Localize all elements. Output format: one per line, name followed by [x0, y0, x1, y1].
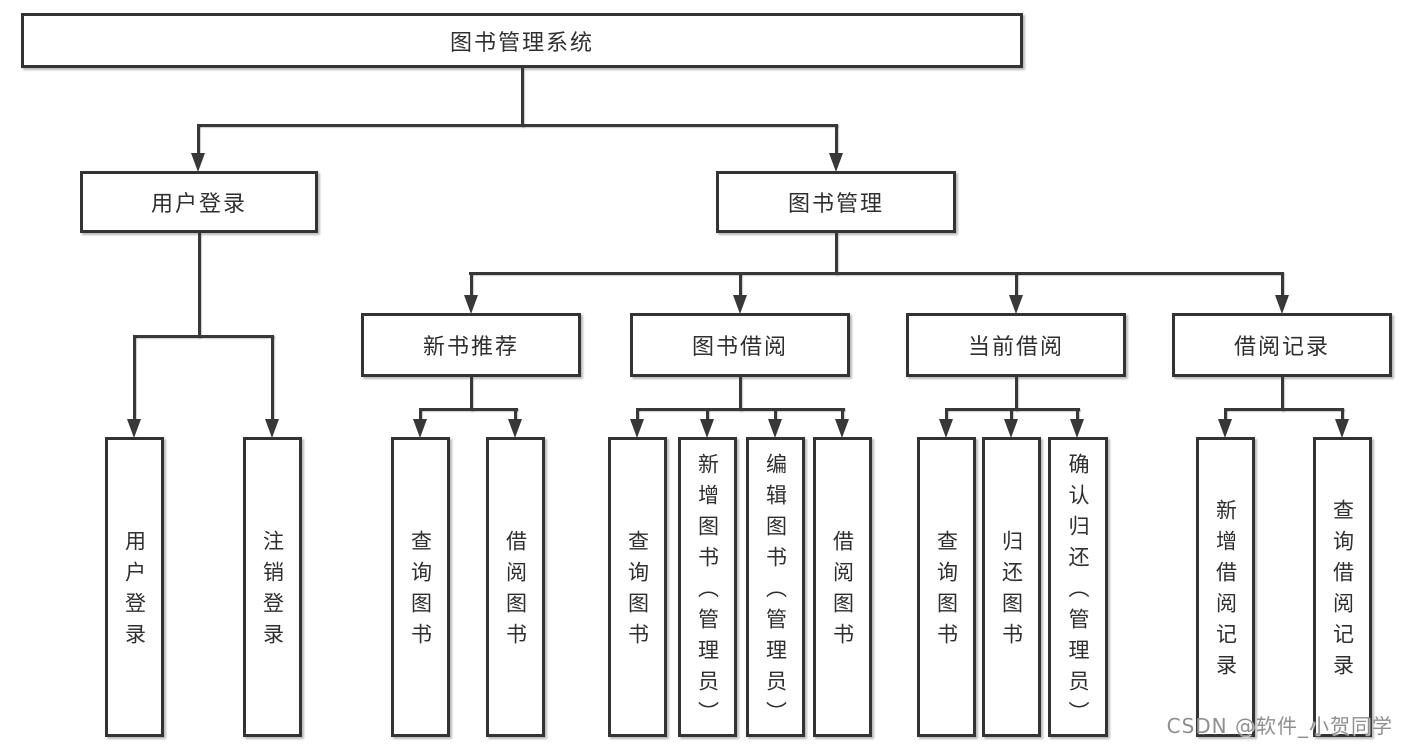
connector-stem-c4 [841, 408, 844, 420]
connector-stem-d3 [1076, 408, 1079, 420]
arrow-down-e1 [1218, 419, 1232, 438]
arrow-down-book-borrow [733, 295, 747, 314]
leaf-newbook-borrow: 借阅图书 [486, 437, 545, 737]
connector-user-login-drop [198, 233, 201, 338]
connector-borrow-records-branch [1224, 408, 1344, 411]
connector-stem-c2 [706, 408, 709, 420]
leaf-borrow-edit-admin: 编辑图书（管理员） [746, 437, 805, 737]
arrow-down-b2 [508, 419, 522, 438]
node-current-borrow: 当前借阅 [906, 313, 1126, 377]
arrow-down-b1 [413, 419, 427, 438]
connector-book-management-drop [835, 233, 838, 275]
node-user-login: 用户登录 [80, 171, 318, 233]
leaf-newbook-query: 查询图书 [391, 437, 450, 737]
connector-stem-leaf-logout [271, 335, 274, 420]
arrow-down-current-borrow [1009, 295, 1023, 314]
connector-stem-new-book [470, 272, 473, 296]
connector-stem-e2 [1341, 408, 1344, 420]
arrow-down-book-management [829, 153, 843, 172]
connector-new-book-drop [470, 377, 473, 411]
arrow-down-e2 [1335, 419, 1349, 438]
connector-stem-book-borrow [739, 272, 742, 296]
leaf-borrow-query: 查询图书 [608, 437, 667, 737]
leaf-current-return: 归还图书 [982, 437, 1041, 737]
arrow-down-borrow-records [1275, 295, 1289, 314]
arrow-down-c1 [630, 419, 644, 438]
connector-stem-book-management [835, 124, 838, 154]
leaf-borrow-add-admin: 新增图书（管理员） [678, 437, 737, 737]
connector-stem-e1 [1224, 408, 1227, 420]
leaf-records-query: 查询借阅记录 [1313, 437, 1372, 737]
arrow-down-leaf-logout [265, 419, 279, 438]
arrow-down-user-login [191, 153, 205, 172]
leaf-current-query: 查询图书 [917, 437, 976, 737]
arrow-down-leaf-login [127, 419, 141, 438]
connector-stem-d2 [1010, 408, 1013, 420]
connector-stem-c3 [774, 408, 777, 420]
arrow-down-c2 [700, 419, 714, 438]
connector-stem-b2 [514, 408, 517, 420]
connector-book-borrow-branch [637, 408, 845, 411]
leaf-current-confirm-admin: 确认归还（管理员） [1048, 437, 1108, 737]
arrow-down-d3 [1070, 419, 1084, 438]
arrow-down-c3 [768, 419, 782, 438]
connector-new-book-branch [419, 408, 518, 411]
node-root: 图书管理系统 [21, 13, 1023, 68]
leaf-borrow-borrow: 借阅图书 [813, 437, 872, 737]
connector-book-borrow-drop [739, 377, 742, 411]
connector-borrow-records-drop [1281, 377, 1284, 411]
node-borrow-records: 借阅记录 [1172, 313, 1392, 377]
connector-stem-d1 [945, 408, 948, 420]
connector-root-drop [521, 68, 524, 127]
node-book-management: 图书管理 [716, 171, 956, 233]
connector-stem-c1 [636, 408, 639, 420]
csdn-watermark: CSDN @软件_小贺同学 [1166, 714, 1393, 738]
connector-user-login-branch [133, 335, 274, 338]
arrow-down-d2 [1004, 419, 1018, 438]
leaf-records-add: 新增借阅记录 [1196, 437, 1255, 737]
connector-stem-borrow-records [1281, 272, 1284, 296]
node-book-borrow: 图书借阅 [630, 313, 850, 377]
arrow-down-new-book [464, 295, 478, 314]
connector-root-branch [197, 124, 838, 127]
node-new-book-recommend: 新书推荐 [361, 313, 581, 377]
connector-stem-current-borrow [1015, 272, 1018, 296]
leaf-user-login: 用户登录 [105, 437, 164, 737]
connector-stem-b1 [419, 408, 422, 420]
arrow-down-d1 [939, 419, 953, 438]
connector-book-management-branch [469, 272, 1283, 275]
leaf-logout: 注销登录 [243, 437, 302, 737]
connector-current-borrow-drop [1015, 377, 1018, 411]
connector-stem-user-login [197, 124, 200, 154]
connector-stem-leaf-login [133, 335, 136, 420]
arrow-down-c4 [835, 419, 849, 438]
